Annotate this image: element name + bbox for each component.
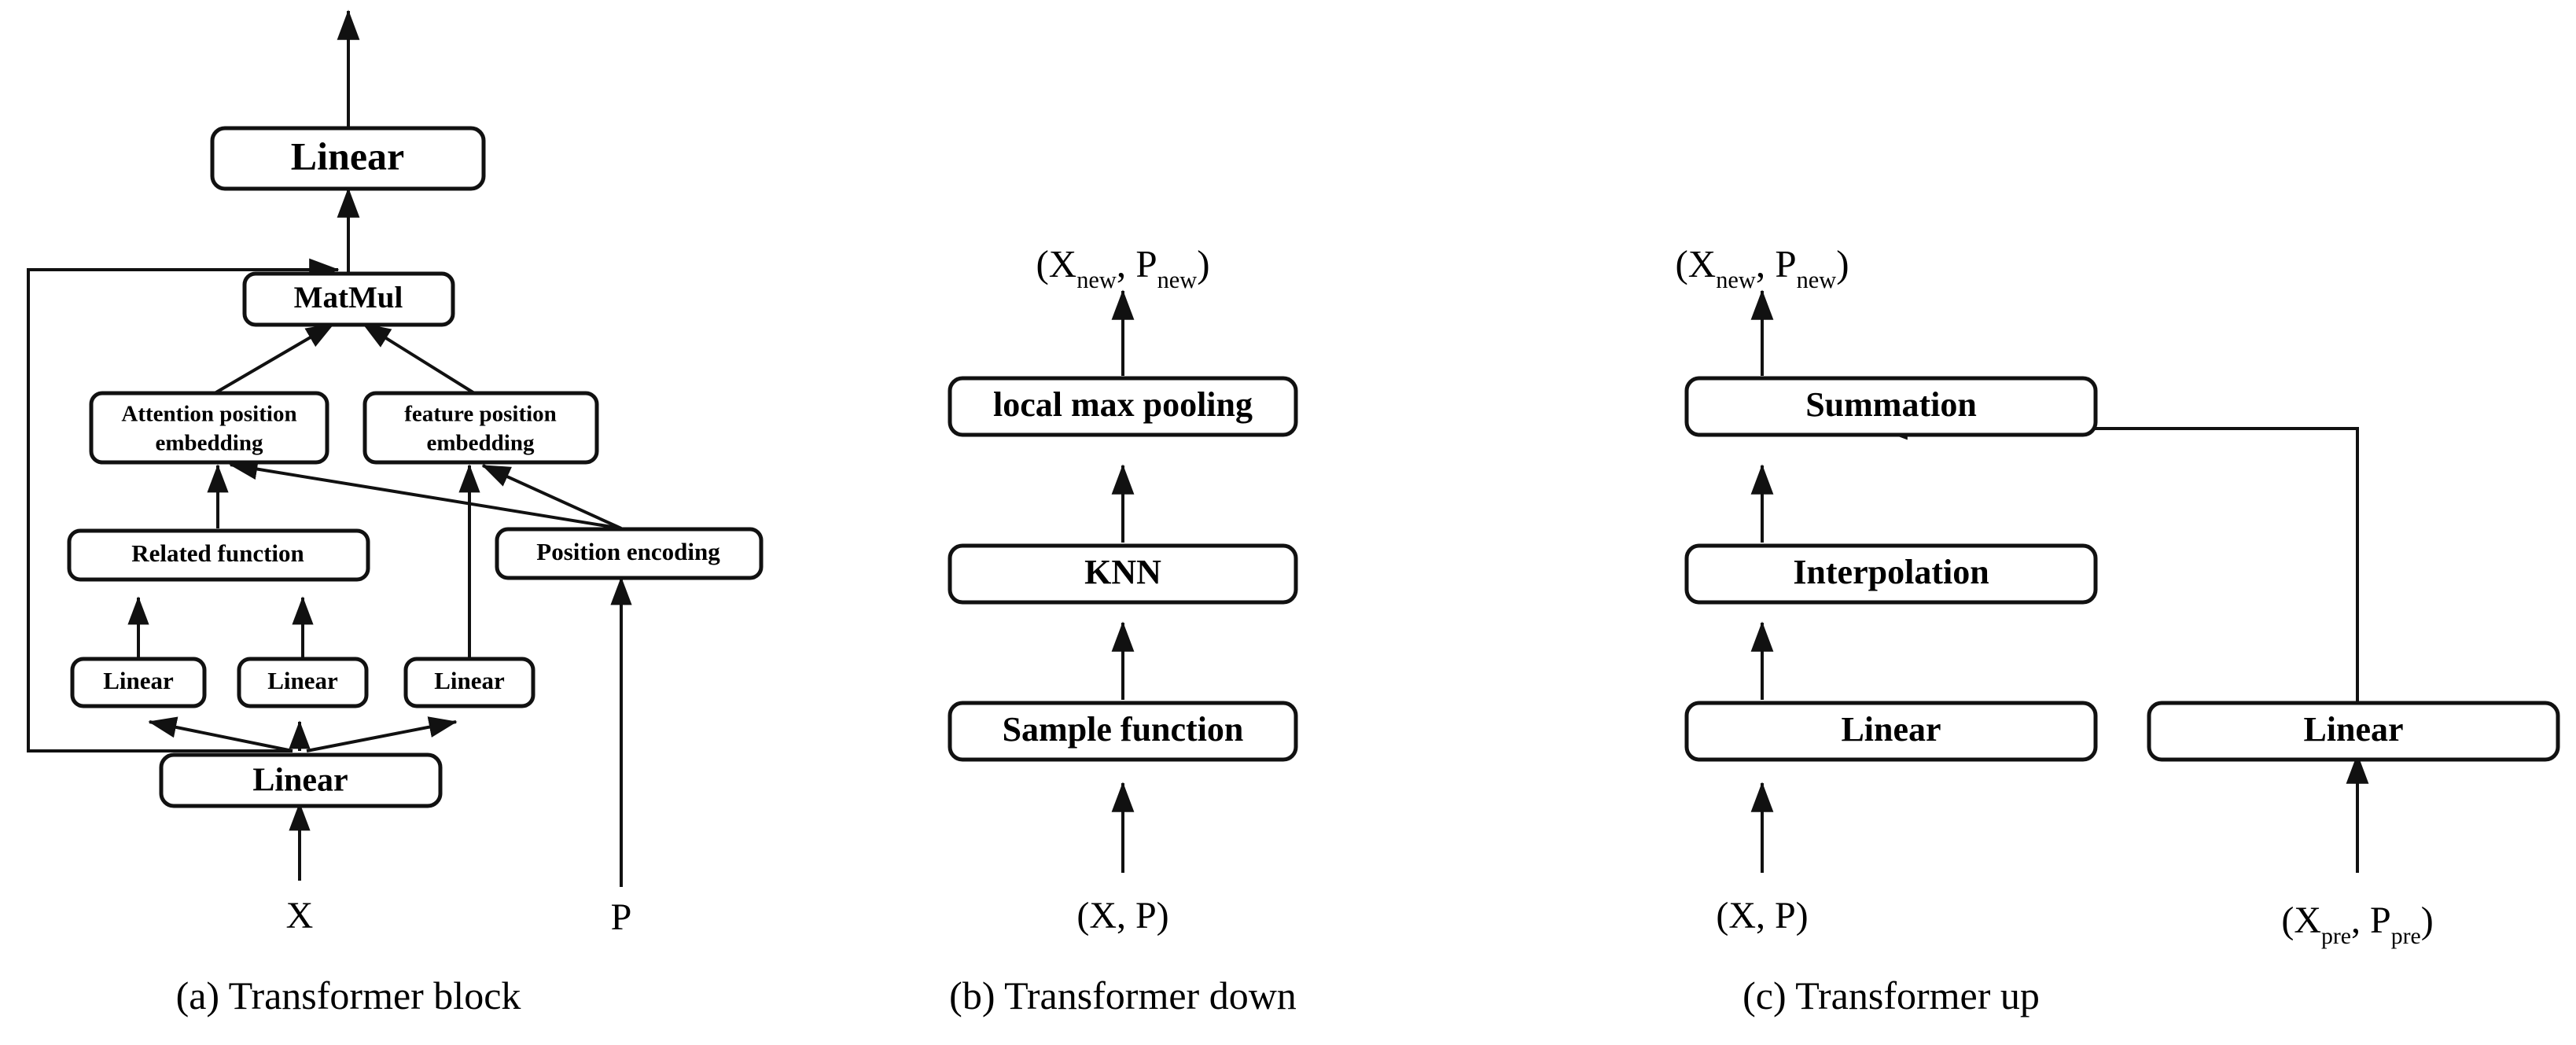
panel-b-caption: (b) Transformer down <box>949 973 1297 1017</box>
out-suffix: ) <box>1197 242 1209 285</box>
node-local-max-pooling[interactable]: local max pooling <box>948 376 1298 437</box>
node-linear-k[interactable]: Linear <box>237 657 369 708</box>
node-summation-label: Summation <box>1805 385 1977 424</box>
node-position-encoding-label: Position encoding <box>536 538 720 565</box>
node-local-max-pooling-label: local max pooling <box>993 385 1253 424</box>
input-x-label: X <box>286 895 314 936</box>
panel-c-output-label: (Xnew, Pnew) <box>1675 242 1849 293</box>
in-prefix: (X <box>2281 900 2321 941</box>
node-interpolation-label: Interpolation <box>1793 553 1989 591</box>
out-sub2: new <box>1157 267 1198 293</box>
node-position-encoding[interactable]: Position encoding <box>495 527 764 580</box>
in-suffix: ) <box>2421 900 2434 941</box>
node-linear-right-label: Linear <box>2303 710 2403 749</box>
in-sub2: pre <box>2391 923 2421 949</box>
node-attention-position-embedding-label-line2: embedding <box>156 431 263 456</box>
node-sample-function-label: Sample function <box>1003 710 1244 749</box>
node-summation[interactable]: Summation <box>1684 376 2098 437</box>
node-matmul-label: MatMul <box>294 281 403 315</box>
node-attention-position-embedding[interactable]: Attention position embedding <box>89 391 329 465</box>
out-prefix: (X <box>1036 242 1076 285</box>
node-linear-q-label: Linear <box>103 667 174 694</box>
panel-a-caption: (a) Transformer block <box>176 973 521 1017</box>
input-p-label: P <box>611 896 632 938</box>
node-linear-input[interactable]: Linear <box>159 752 443 808</box>
node-linear-left[interactable]: Linear <box>1684 701 2098 762</box>
node-linear-input-label: Linear <box>252 763 348 799</box>
in-mid: , P <box>2351 900 2391 941</box>
in-sub1: pre <box>2321 923 2351 949</box>
node-related-function-label: Related function <box>131 539 304 567</box>
panel-c-caption: (c) Transformer up <box>1742 973 2040 1017</box>
out-sub1: new <box>1076 267 1117 293</box>
node-linear-q[interactable]: Linear <box>70 657 207 708</box>
out-prefix: (X <box>1675 242 1716 285</box>
node-linear-k-label: Linear <box>267 667 338 694</box>
panel-b-input-label: (X, P) <box>1076 895 1168 936</box>
out-sub1: new <box>1716 267 1756 293</box>
node-feature-position-embedding-label-line2: embedding <box>427 431 535 456</box>
out-mid: , P <box>1756 242 1797 285</box>
node-feature-position-embedding-label-line1: feature position <box>404 402 557 427</box>
node-linear-top-label: Linear <box>291 134 404 178</box>
node-knn-label: KNN <box>1084 553 1161 591</box>
node-sample-function[interactable]: Sample function <box>948 701 1298 762</box>
panel-a-edges <box>27 9 632 887</box>
out-mid: , P <box>1117 242 1157 285</box>
node-matmul[interactable]: MatMul <box>242 271 455 327</box>
node-attention-position-embedding-label-line1: Attention position <box>121 402 296 427</box>
out-sub2: new <box>1797 267 1837 293</box>
panel-c-input-xp-label: (X, P) <box>1716 895 1808 936</box>
node-linear-v[interactable]: Linear <box>403 657 535 708</box>
node-related-function[interactable]: Related function <box>67 528 370 582</box>
node-linear-top[interactable]: Linear <box>210 126 486 191</box>
node-interpolation[interactable]: Interpolation <box>1684 543 2098 605</box>
node-linear-right[interactable]: Linear <box>2147 701 2560 762</box>
out-suffix: ) <box>1836 242 1849 285</box>
node-linear-v-label: Linear <box>434 667 505 694</box>
node-knn[interactable]: KNN <box>948 543 1298 605</box>
panel-b-output-label: (Xnew, Pnew) <box>1036 242 1209 293</box>
panel-c-input-xpre-ppre-label: (Xpre, Ppre) <box>2281 900 2433 949</box>
node-linear-left-label: Linear <box>1841 710 1941 749</box>
node-feature-position-embedding[interactable]: feature position embedding <box>362 391 599 465</box>
